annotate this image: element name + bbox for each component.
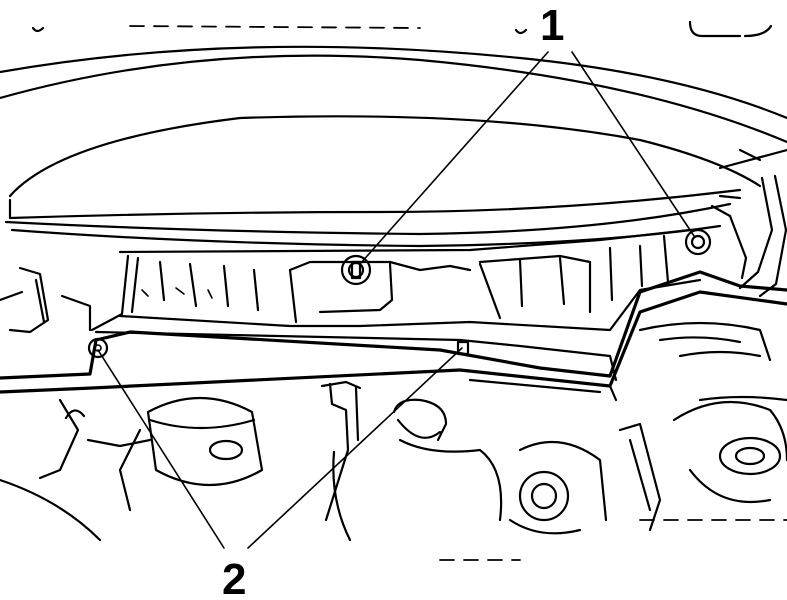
- clip-left: [87, 337, 109, 359]
- hood-edge-marks: [31, 20, 773, 38]
- fastener-nut-left: [340, 254, 372, 286]
- leader-lines-1: [359, 51, 695, 265]
- windshield: [0, 45, 787, 248]
- engine-components: [0, 321, 787, 561]
- callout-number-1: 1: [540, 1, 564, 50]
- callout-number-2: 2: [222, 555, 246, 600]
- body-sill: [0, 270, 787, 402]
- left-strut-tower: [0, 266, 152, 480]
- cowl-panel: [90, 228, 702, 382]
- right-side-trim: [710, 174, 787, 298]
- fastener-nut-right: [684, 228, 712, 256]
- leader-lines-2: [97, 347, 463, 549]
